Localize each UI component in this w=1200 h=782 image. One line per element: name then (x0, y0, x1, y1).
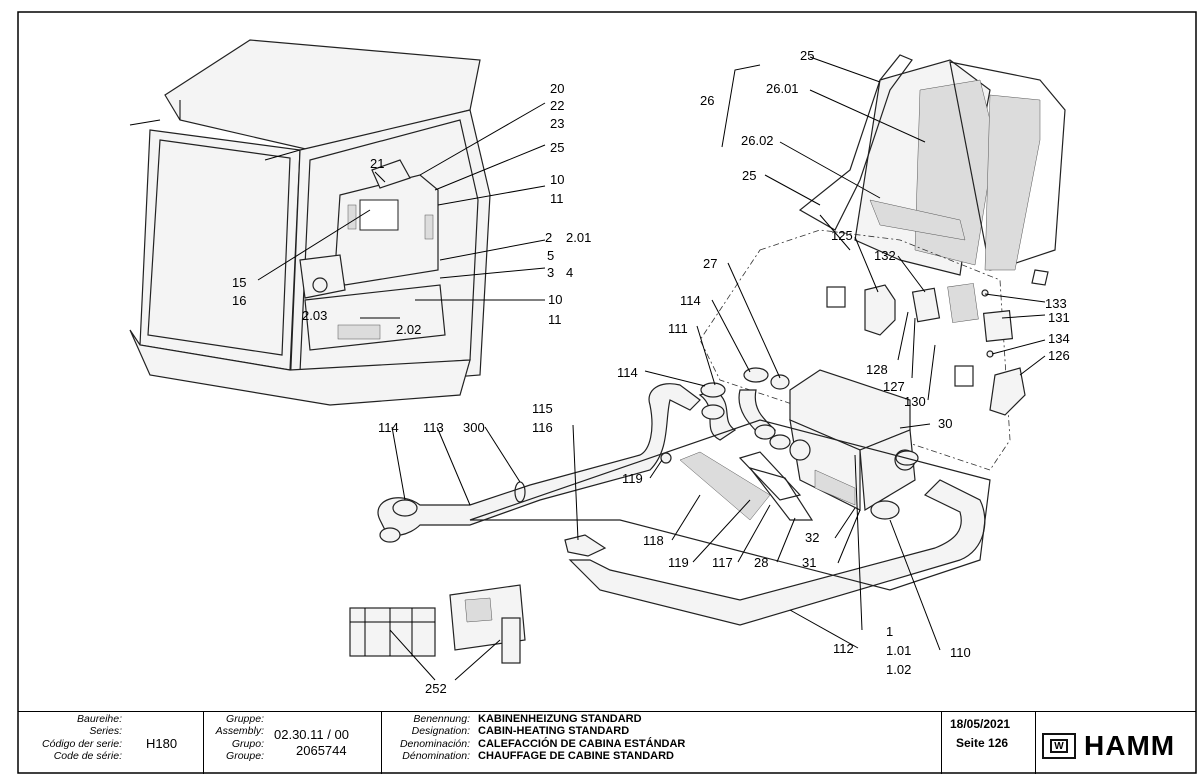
callout-130: 130 (904, 394, 926, 409)
callout-2-02: 2.02 (396, 322, 421, 337)
series-cell: Baureihe: Series: Código der serie: Code… (18, 712, 204, 774)
callout-23: 23 (550, 116, 564, 131)
callout-22: 22 (550, 98, 564, 113)
callout-3: 3 (547, 265, 554, 280)
callout-26: 26 (700, 93, 714, 108)
callout-2-01: 2.01 (566, 230, 591, 245)
series-label-fr: Code de série: (53, 750, 122, 763)
callout-118: 118 (643, 533, 664, 548)
callout-113: 113 (423, 420, 444, 435)
group-value: 2065744 (296, 743, 347, 758)
callout-1-02: 1.02 (886, 662, 911, 677)
callout-132: 132 (874, 248, 896, 263)
issue-date: 18/05/2021 (950, 717, 1011, 731)
callout-25: 25 (800, 48, 814, 63)
callout-20: 20 (550, 81, 564, 96)
callout-2: 2 (545, 230, 552, 245)
brand-name: HAMM (1084, 730, 1176, 761)
callout-25: 25 (742, 168, 756, 183)
callout-128: 128 (866, 362, 888, 377)
logo-letter: W (1050, 739, 1068, 753)
callout-26-01: 26.01 (766, 81, 799, 96)
callout-110: 110 (950, 645, 971, 660)
assembly-value: 02.30.11 / 00 (274, 727, 349, 742)
callout-1: 1 (886, 624, 893, 639)
callout-134: 134 (1048, 331, 1070, 346)
designation-es: CALEFACCIÓN DE CABINA ESTÁNDAR (478, 737, 686, 750)
designation-en: CABIN-HEATING STANDARD (478, 725, 630, 738)
designation-label-es: Denominación: (399, 737, 470, 750)
callout-112: 112 (833, 641, 854, 656)
callout-26-02: 26.02 (741, 133, 774, 148)
callout-116: 116 (532, 420, 553, 435)
callout-115: 115 (532, 401, 553, 416)
brand-logo-icon: W (1042, 733, 1076, 759)
designation-label-en: Designation: (411, 725, 470, 738)
callout-5: 5 (547, 248, 554, 263)
callout-300: 300 (463, 420, 485, 435)
group-label-fr: Groupe: (226, 750, 264, 763)
callout-114: 114 (680, 293, 701, 308)
callout-117: 117 (712, 555, 733, 570)
date-page-cell: 18/05/2021 Seite 126 (942, 712, 1036, 774)
callout-labels: 20 22 23 25 21 10 11 2 2.01 5 3 4 15 16 … (232, 48, 1070, 696)
designation-label-de: Benennung: (413, 713, 470, 725)
series-label-es: Código der serie: (42, 737, 122, 750)
designation-label-fr: Dénomination: (402, 750, 470, 763)
callout-111: 111 (668, 321, 688, 336)
control-module (349, 584, 526, 664)
callout-21: 21 (370, 156, 384, 171)
group-label-en: Assembly: (215, 725, 264, 738)
group-cell: Gruppe: Assembly: Grupo: Groupe: 02.30.1… (204, 712, 382, 774)
filter-panels (660, 451, 814, 521)
designation-de: KABINENHEIZUNG STANDARD (478, 713, 642, 725)
designation-fr: CHAUFFAGE DE CABINE STANDARD (478, 750, 674, 763)
callout-1-01: 1.01 (886, 643, 911, 658)
callout-125: 125 (831, 228, 853, 243)
callout-25: 25 (550, 140, 564, 155)
callout-15: 15 (232, 275, 246, 290)
series-label-en: Series: (89, 725, 122, 738)
callout-28: 28 (754, 555, 768, 570)
group-label-es: Grupo: (231, 737, 264, 750)
series-label-de: Baureihe: (77, 713, 122, 725)
heater-unit (789, 283, 1026, 512)
callout-2-03: 2.03 (302, 308, 327, 323)
leader-lines (257, 56, 1046, 681)
group-label-de: Gruppe: (226, 713, 264, 725)
callout-27: 27 (703, 256, 717, 271)
callout-30: 30 (938, 416, 952, 431)
callout-252: 252 (425, 681, 447, 696)
callout-11: 11 (550, 191, 564, 206)
callout-11: 11 (548, 312, 562, 327)
callout-119: 119 (668, 555, 689, 570)
callout-126: 126 (1048, 348, 1070, 363)
designation-cell: Benennung: Designation: Denominación: Dé… (382, 712, 942, 774)
page-number: Seite 126 (956, 736, 1009, 750)
callout-127: 127 (883, 379, 905, 394)
callout-4: 4 (566, 265, 573, 280)
callout-32: 32 (805, 530, 819, 545)
callout-119: 119 (622, 471, 643, 486)
callout-10: 10 (548, 292, 562, 307)
callout-133: 133 (1045, 296, 1067, 311)
callout-114: 114 (617, 365, 638, 380)
callout-10: 10 (550, 172, 564, 187)
series-value: H180 (146, 736, 178, 751)
callout-131: 131 (1048, 310, 1070, 325)
callout-114: 114 (378, 420, 399, 435)
callout-16: 16 (232, 293, 246, 308)
air-ducts (377, 367, 991, 626)
cabin-assembly (129, 39, 491, 406)
callout-31: 31 (802, 555, 816, 570)
title-block: Baureihe: Series: Código der serie: Code… (18, 711, 1196, 774)
filter-frame-assembly (798, 54, 1066, 286)
